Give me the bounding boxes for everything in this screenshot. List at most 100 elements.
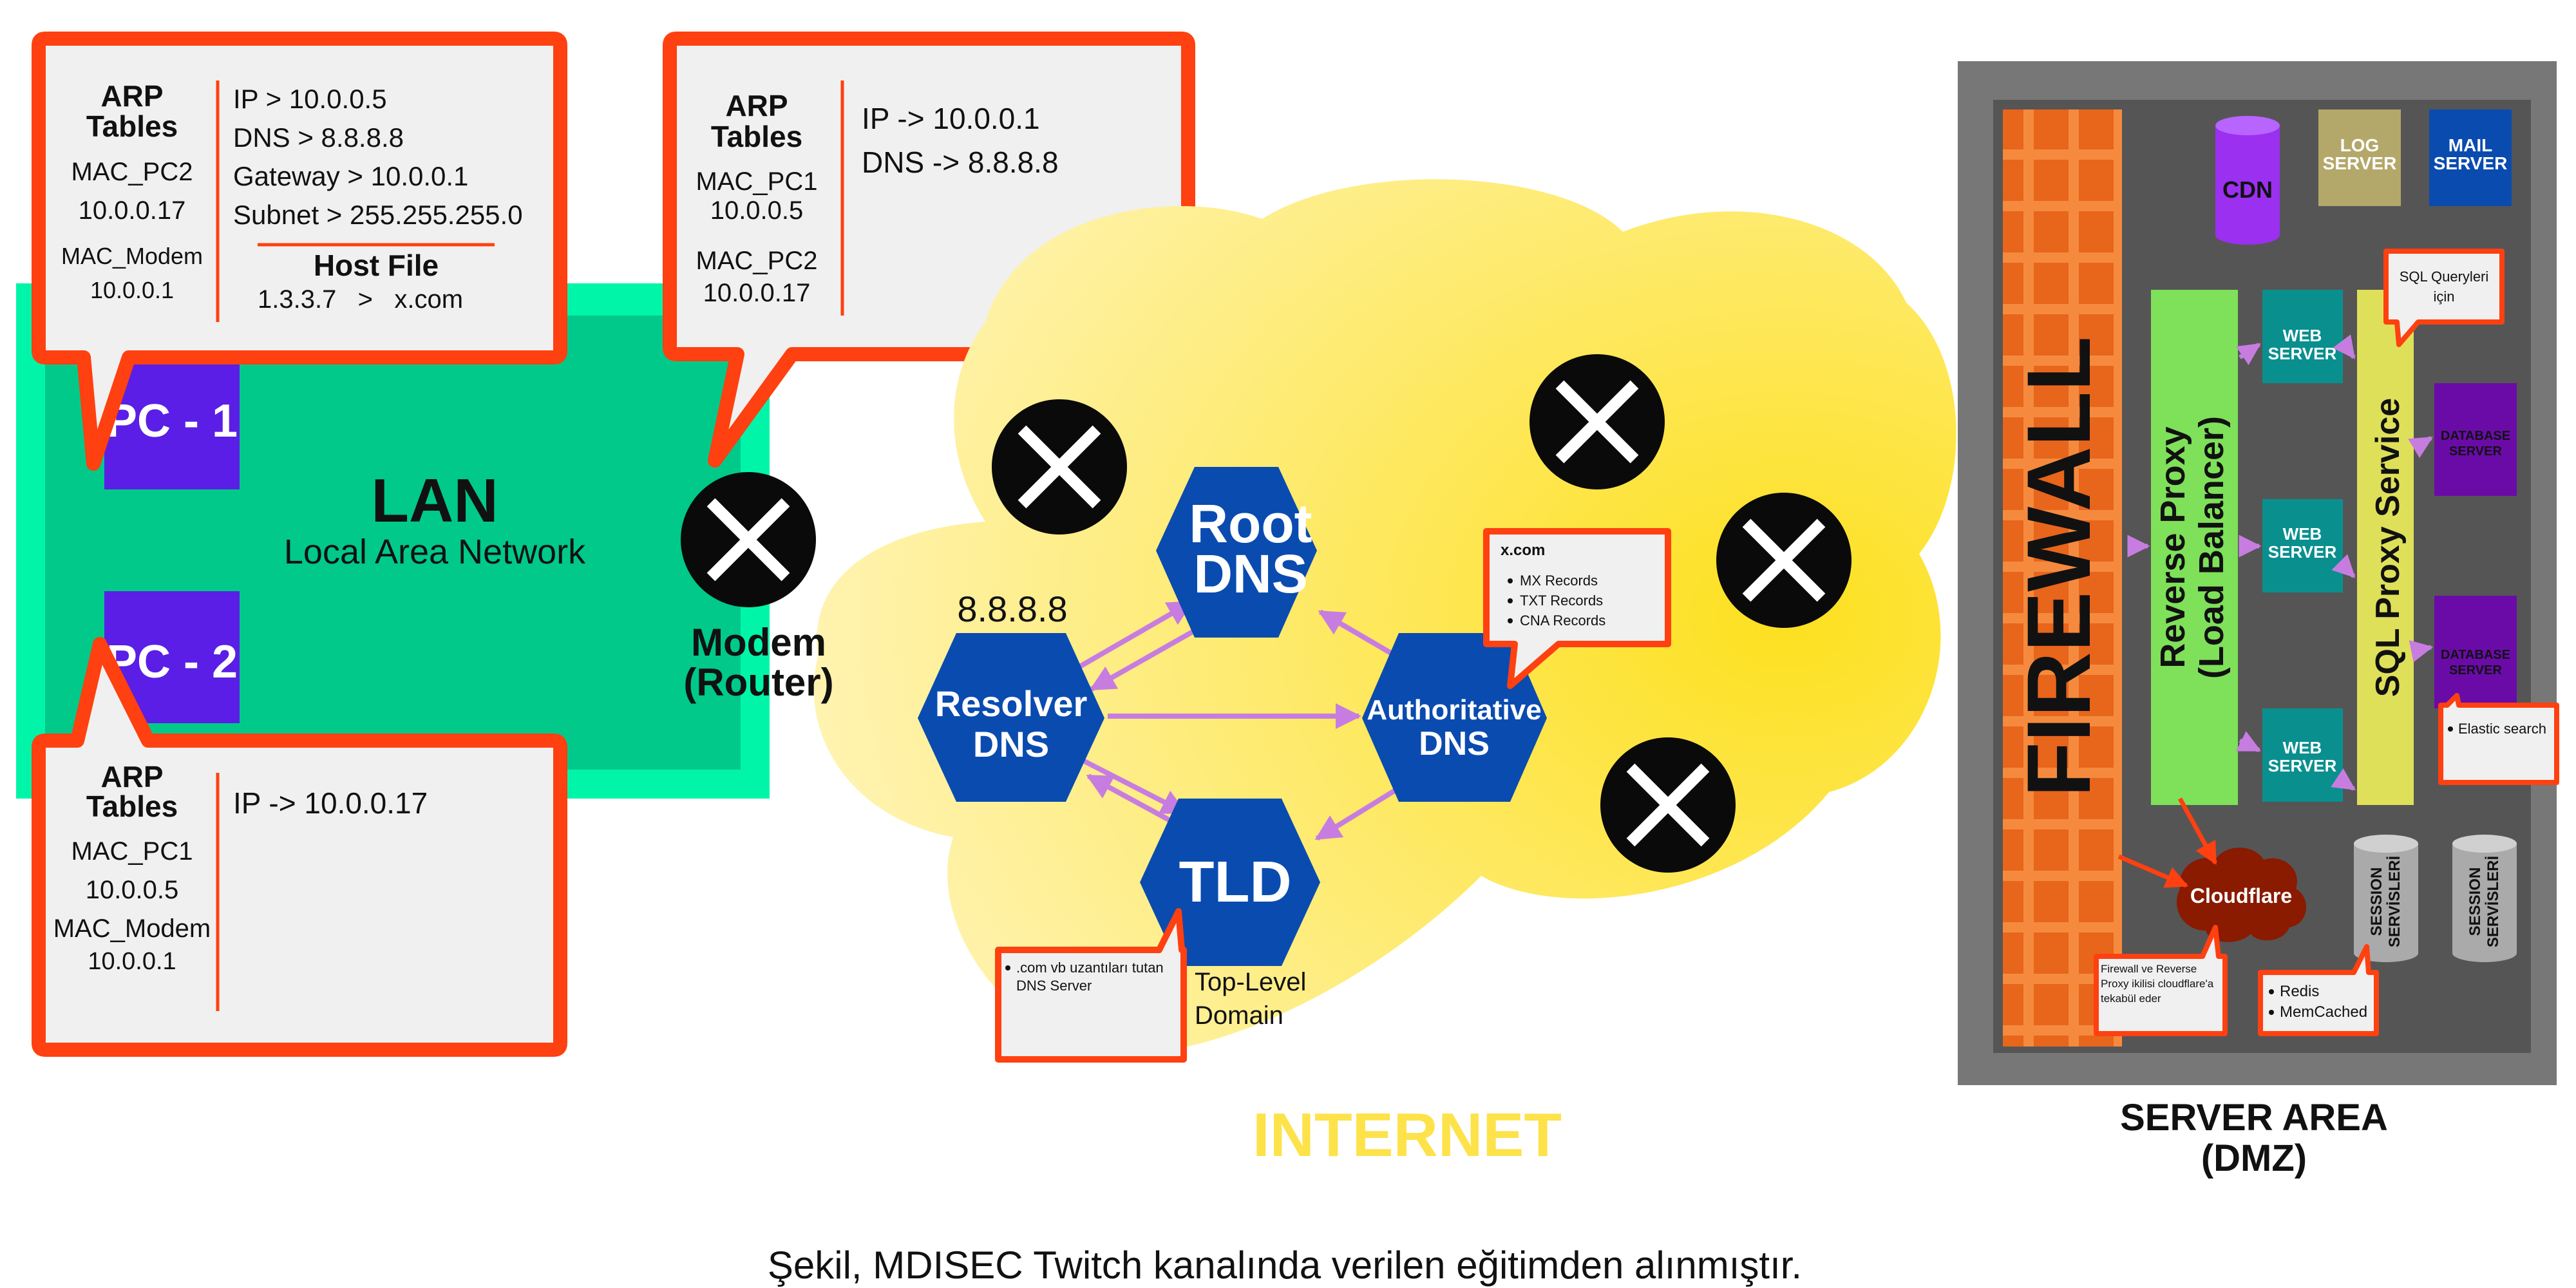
modem-config-ip: IP -> 10.0.0.1 bbox=[862, 102, 1040, 135]
pc1-arp-callout: ARP Tables MAC_PC2 10.0.0.17 MAC_Modem 1… bbox=[32, 32, 567, 471]
xcom-record-mx: MX Records bbox=[1520, 573, 1598, 589]
router-icon bbox=[1530, 354, 1665, 489]
resolver-dns-node[interactable]: Resolver DNS 8.8.8.8 bbox=[918, 589, 1104, 802]
cloudflare-label: Cloudflare bbox=[2190, 884, 2292, 907]
pc1-config-gateway: Gateway > 10.0.0.1 bbox=[233, 161, 468, 191]
reverse-proxy-node[interactable]: Reverse Proxy (Load Balancer) bbox=[2151, 290, 2238, 805]
xcom-record-txt: TXT Records bbox=[1520, 592, 1603, 609]
database-server-2-label-2: SERVER bbox=[2449, 663, 2502, 677]
cache-item-redis: Redis bbox=[2280, 983, 2319, 1000]
pc1-arp-mac-1: MAC_PC2 bbox=[71, 158, 193, 186]
cloudflare-icon[interactable]: Cloudflare bbox=[2176, 848, 2307, 942]
mail-server-label-2: SERVER bbox=[2434, 153, 2508, 173]
web-server-1-label-2: SERVER bbox=[2268, 344, 2337, 363]
database-server-1-label-1: DATABASE bbox=[2441, 429, 2510, 443]
pc1-arp-title-2: Tables bbox=[86, 109, 178, 143]
session-service-2[interactable]: SESSION SERVİSLERİ bbox=[2452, 835, 2517, 962]
web-server-2-label-2: SERVER bbox=[2268, 542, 2337, 562]
authoritative-dns-label-1: Authoritative bbox=[1367, 694, 1541, 726]
root-dns-label-2: DNS bbox=[1193, 544, 1307, 604]
lan-title: LAN bbox=[371, 466, 498, 535]
session-service-1[interactable]: SESSION SERVİSLERİ bbox=[2354, 835, 2418, 962]
pc2-arp-mac-1: MAC_PC1 bbox=[71, 837, 193, 866]
sql-note-line-1: SQL Queryleri bbox=[2400, 269, 2489, 285]
mail-server-label-1: MAIL bbox=[2448, 135, 2492, 155]
session-service-1-label-2: SERVİSLERİ bbox=[2386, 856, 2403, 947]
server-area-title-1: SERVER AREA bbox=[2120, 1097, 2388, 1139]
database-server-2-label-1: DATABASE bbox=[2441, 648, 2510, 662]
pc2-arp-title-2: Tables bbox=[86, 790, 178, 823]
web-server-2-label-1: WEB bbox=[2283, 524, 2322, 544]
root-dns-node[interactable]: Root DNS bbox=[1156, 467, 1317, 638]
log-server-label-1: LOG bbox=[2340, 135, 2380, 155]
web-server-1-label-1: WEB bbox=[2283, 326, 2322, 345]
web-server-3-label-2: SERVER bbox=[2268, 756, 2337, 775]
reverse-proxy-label-2: (Load Balancer) bbox=[2192, 416, 2231, 679]
pc2-arp-title-1: ARP bbox=[100, 760, 163, 793]
modem-arp-ip-2: 10.0.0.17 bbox=[703, 279, 811, 307]
authoritative-dns-label-2: DNS bbox=[1419, 725, 1490, 762]
modem-arp-title-2: Tables bbox=[711, 120, 802, 153]
root-dns-label-1: Root bbox=[1189, 493, 1312, 554]
modem-arp-ip-1: 10.0.0.5 bbox=[710, 196, 804, 225]
pc2-arp-mac-2: MAC_Modem bbox=[53, 914, 211, 943]
mail-server-node[interactable]: MAIL SERVER bbox=[2429, 109, 2512, 206]
tld-label: TLD bbox=[1179, 850, 1292, 914]
modem-label-1: Modem bbox=[691, 621, 826, 664]
router-icon bbox=[1600, 737, 1736, 873]
cdn-label: CDN bbox=[2222, 176, 2273, 203]
modem-arp-title-1: ARP bbox=[725, 89, 788, 122]
tld-description-1: Top-Level bbox=[1195, 968, 1306, 996]
xcom-records-callout: x.com MX Records TXT Records CNA Records bbox=[1483, 528, 1671, 689]
tld-dns-node[interactable]: TLD bbox=[1140, 799, 1320, 966]
database-server-1-label-2: SERVER bbox=[2449, 444, 2502, 459]
router-icon bbox=[992, 399, 1127, 535]
web-server-3[interactable]: WEB SERVER bbox=[2262, 708, 2343, 802]
session-service-2-label-1: SESSION bbox=[2467, 867, 2484, 936]
pc2-arp-ip-1: 10.0.0.5 bbox=[86, 876, 179, 904]
pc2-arp-ip-2: 10.0.0.1 bbox=[88, 948, 176, 975]
pc1-config-subnet: Subnet > 255.255.255.0 bbox=[233, 200, 523, 230]
internet-title: INTERNET bbox=[1253, 1101, 1562, 1170]
resolver-dns-label-1: Resolver bbox=[935, 683, 1088, 724]
firewall-wall: FIREWALL bbox=[2003, 109, 2122, 1046]
authoritative-dns-node[interactable]: Authoritative DNS bbox=[1362, 633, 1547, 802]
server-arrows bbox=[2127, 334, 2434, 791]
log-server-node[interactable]: LOG SERVER bbox=[2318, 109, 2401, 206]
pc2-config-ip: IP -> 10.0.0.17 bbox=[233, 786, 428, 820]
sql-proxy-node[interactable]: SQL Proxy Service bbox=[2357, 290, 2414, 805]
web-server-2[interactable]: WEB SERVER bbox=[2262, 499, 2343, 592]
tld-description-2: Domain bbox=[1195, 1001, 1283, 1030]
web-server-1[interactable]: WEB SERVER bbox=[2262, 290, 2343, 383]
elastic-search-note-callout: Elastic search bbox=[2438, 693, 2559, 785]
modem-label-2: (Router) bbox=[683, 661, 833, 704]
session-service-2-label-2: SERVİSLERİ bbox=[2485, 856, 2502, 947]
database-server-2[interactable]: DATABASE SERVER bbox=[2434, 596, 2517, 708]
firewall-bricks bbox=[2003, 109, 2122, 1046]
server-area-title-2: (DMZ) bbox=[2201, 1137, 2307, 1179]
database-server-1[interactable]: DATABASE SERVER bbox=[2434, 383, 2517, 496]
lan-subtitle: Local Area Network bbox=[284, 533, 586, 571]
firewall-cloudflare-note-callout: Firewall ve Reverse Proxy ikilisi cloudf… bbox=[2094, 925, 2228, 1036]
pc1-config-ip: IP > 10.0.0.5 bbox=[233, 84, 387, 114]
web-server-3-label-1: WEB bbox=[2283, 738, 2322, 757]
modem-config-dns: DNS -> 8.8.8.8 bbox=[862, 146, 1059, 179]
modem-arp-mac-1: MAC_PC1 bbox=[696, 167, 818, 196]
pc1-arp-mac-2: MAC_Modem bbox=[61, 243, 203, 269]
cdn-icon[interactable]: CDN bbox=[2215, 116, 2280, 245]
modem-router-icon[interactable] bbox=[681, 472, 816, 607]
firewall-note-line-3: tekabül eder bbox=[2101, 992, 2161, 1005]
session-service-1-label-1: SESSION bbox=[2368, 867, 2385, 936]
pc2-arp-callout: ARP Tables MAC_PC1 10.0.0.5 MAC_Modem 10… bbox=[32, 637, 567, 1057]
log-server-label-2: SERVER bbox=[2323, 153, 2397, 173]
sql-note-line-2: için bbox=[2433, 289, 2454, 305]
pc1-arp-ip-2: 10.0.0.1 bbox=[90, 277, 174, 303]
reverse-proxy-label-1: Reverse Proxy bbox=[2154, 426, 2192, 668]
firewall-note-line-1: Firewall ve Reverse bbox=[2101, 963, 2197, 975]
tld-note-line-1: .com vb uzantıları tutan bbox=[1016, 960, 1164, 976]
cache-item-memcached: MemCached bbox=[2280, 1003, 2367, 1021]
xcom-title: x.com bbox=[1501, 542, 1545, 559]
resolver-ip-label: 8.8.8.8 bbox=[957, 589, 1067, 629]
pc1-host-file-title: Host File bbox=[314, 249, 439, 282]
